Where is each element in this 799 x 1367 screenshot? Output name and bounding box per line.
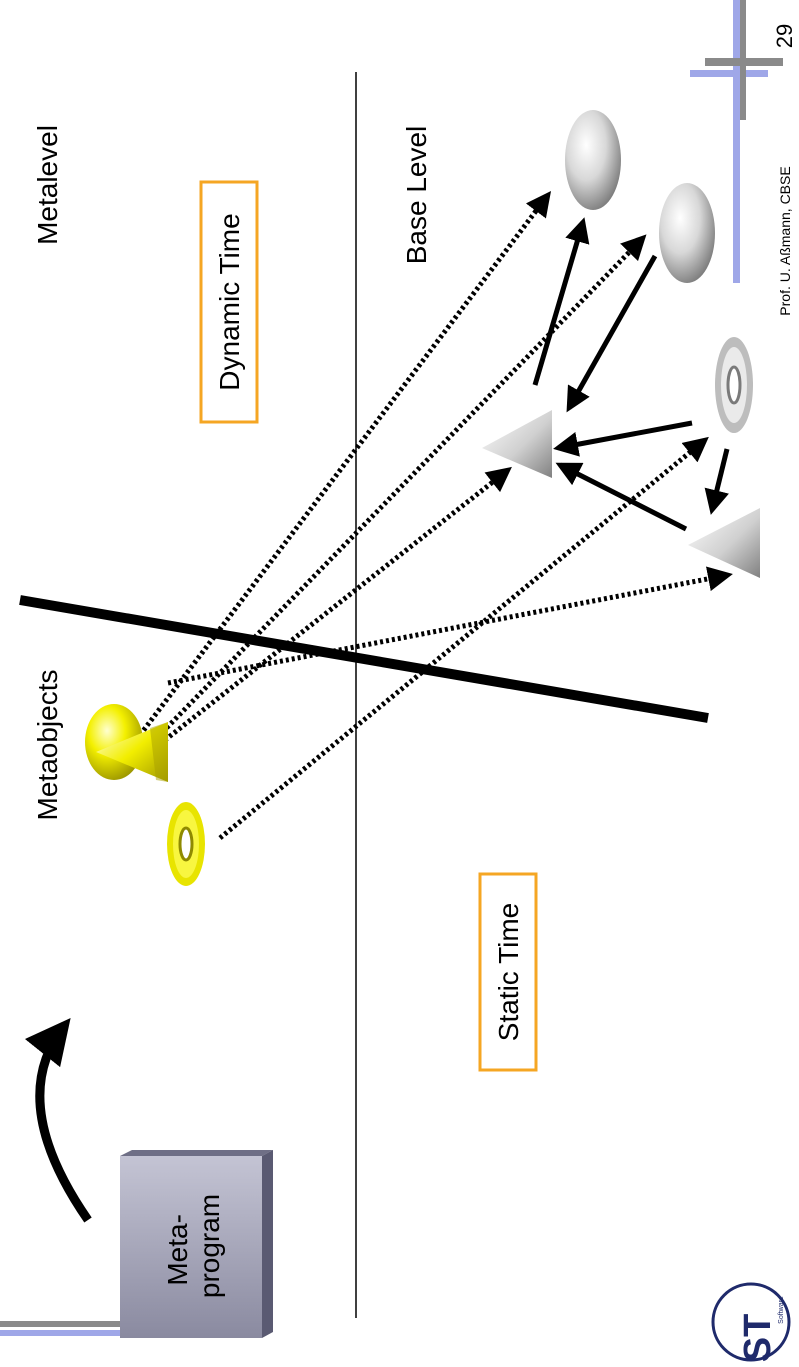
- gray-cone-icon: [688, 508, 760, 578]
- svg-text:Software: Software: [778, 1296, 785, 1324]
- base-arrows: [532, 217, 730, 532]
- metalevel-label: Metalevel: [32, 125, 63, 245]
- dotted-arrows: [138, 191, 733, 840]
- metaprogram-label-line1: Meta-: [162, 1214, 193, 1286]
- time-separator-line: [19, 595, 709, 723]
- corner-decoration-right: [690, 0, 783, 283]
- dotted-arrow-cone-bottom: [167, 566, 733, 686]
- slide-number: 29: [772, 24, 797, 48]
- svg-text:ST: ST: [737, 1314, 779, 1363]
- gray-cone-icon: [482, 410, 552, 478]
- dotted-arrow-torus: [218, 436, 709, 840]
- footer-author: Prof. U. Aßmann, CBSE: [777, 166, 793, 315]
- yellow-torus-icon: [167, 802, 205, 886]
- dynamic-time-label: Dynamic Time: [214, 213, 245, 390]
- metaobjects-label: Metaobjects: [32, 670, 63, 821]
- dotted-arrow-sphere-right: [148, 234, 647, 747]
- dotted-arrow-cone-base: [158, 466, 512, 746]
- gray-torus-icon: [715, 337, 753, 433]
- software-technology-group-logo: ST Software: [711, 1282, 791, 1363]
- dynamic-time-box: [199, 180, 259, 424]
- corner-decoration-left: [0, 1321, 124, 1336]
- gray-sphere-icon: [565, 110, 621, 210]
- static-time-label: Static Time: [493, 903, 524, 1041]
- static-time-box: [478, 872, 538, 1072]
- metaprogram-label-line2: program: [194, 1194, 225, 1298]
- gray-sphere-icon: [659, 183, 715, 283]
- base-level-label: Base Level: [401, 126, 432, 265]
- metaprogram-cube: [120, 1150, 273, 1338]
- yellow-cone-icon: [96, 722, 168, 782]
- dotted-arrow-sphere-top: [138, 191, 552, 737]
- metaprogram-label: Meta- program: [162, 1194, 225, 1298]
- generation-arrow: [24, 1017, 92, 1223]
